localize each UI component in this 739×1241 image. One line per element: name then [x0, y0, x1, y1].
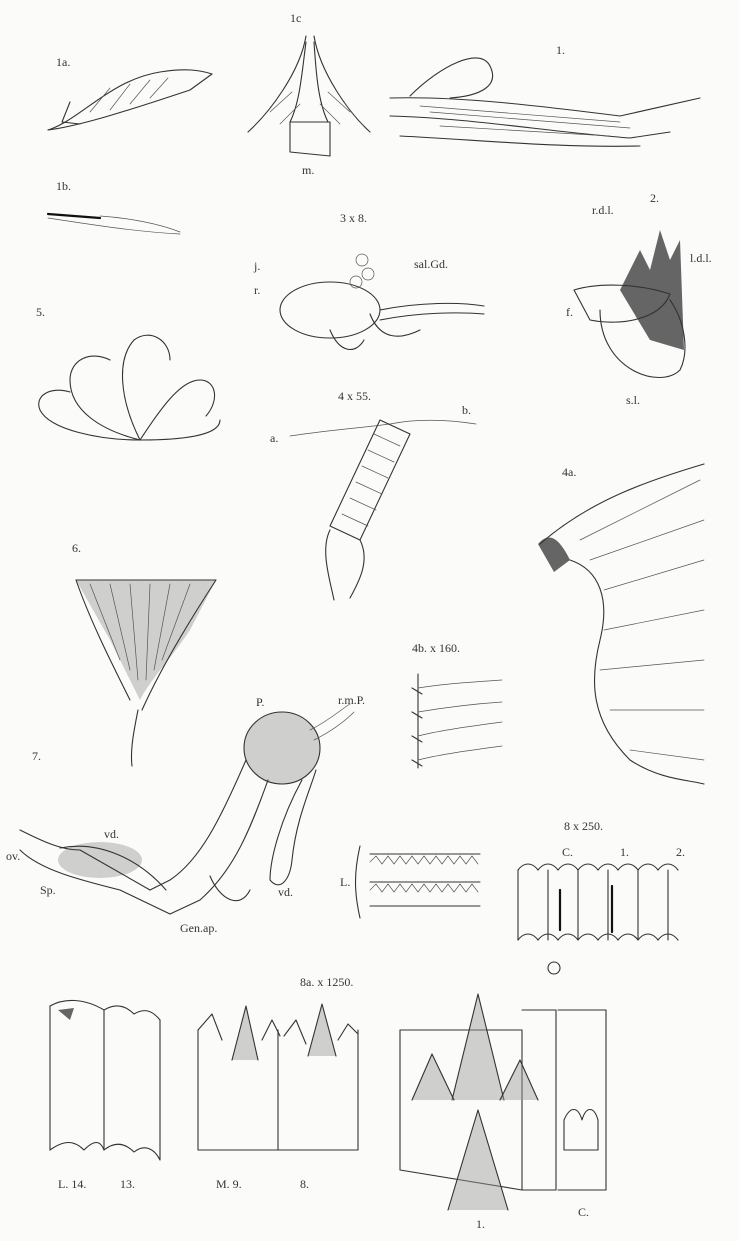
fig-1a-drawing [40, 60, 220, 140]
fig-8a-1-label: 1. [476, 1218, 485, 1230]
fig-4-label: 4 x 55. [338, 390, 371, 402]
fig-8a-M-drawing [188, 1000, 364, 1170]
fig-8-C-label: C. [562, 846, 573, 858]
fig-8a-L-drawing [44, 1000, 174, 1170]
fig-7-drawing [20, 700, 360, 930]
fig-5-label: 5. [36, 306, 45, 318]
fig-7-genap-label: Gen.ap. [180, 922, 217, 934]
fig-8a-13-label: 13. [120, 1178, 135, 1190]
fig-7-vd2-label: vd. [278, 886, 293, 898]
fig-5-drawing [30, 320, 230, 460]
fig-8a-C-drawing [392, 990, 612, 1220]
fig-8a-M9-label: M. 9. [216, 1178, 242, 1190]
fig-3-drawing [270, 230, 490, 370]
fig-2-label: 2. [650, 192, 659, 204]
fig-8-teeth-drawing [508, 860, 698, 980]
fig-7-vd1-label: vd. [104, 828, 119, 840]
fig-6-label: 6. [72, 542, 81, 554]
fig-3-r-label: r. [254, 284, 260, 296]
fig-4a-drawing [520, 460, 720, 790]
fig-1b-drawing [40, 200, 190, 240]
fig-4-a-label: a. [270, 432, 278, 444]
fig-2-f-label: f. [566, 306, 573, 318]
fig-8-2-label: 2. [676, 846, 685, 858]
fig-2-drawing [560, 210, 700, 400]
fig-8a-L14-label: L. 14. [58, 1178, 86, 1190]
fig-2-sl-label: s.l. [626, 394, 640, 406]
fig-3-label: 3 x 8. [340, 212, 367, 224]
fig-2-ldl-label: l.d.l. [690, 252, 712, 264]
fig-8-1-label: 1. [620, 846, 629, 858]
fig-7-ov-label: ov. [6, 850, 20, 862]
fig-4b-label: 4b. x 160. [412, 642, 460, 654]
fig-1b-label: 1b. [56, 180, 71, 192]
fig-8-label: 8 x 250. [564, 820, 603, 832]
fig-3-j-label: j. [254, 260, 260, 272]
fig-3-salgd-label: sal.Gd. [414, 258, 448, 270]
fig-4-drawing [290, 410, 480, 610]
fig-7-Sp-label: Sp. [40, 884, 56, 896]
fig-2-rdl-label: r.d.l. [592, 204, 614, 216]
fig-1-drawing [380, 36, 710, 156]
fig-8a-label: 8a. x 1250. [300, 976, 353, 988]
fig-8a-8-label: 8. [300, 1178, 309, 1190]
fig-8-L-drawing [352, 842, 492, 922]
fig-1c-m-label: m. [302, 164, 314, 176]
fig-4b-drawing [402, 664, 512, 774]
fig-8a-C-label: C. [578, 1206, 589, 1218]
fig-8-L-label: L. [340, 876, 350, 888]
fig-1c-drawing [240, 32, 380, 162]
fig-1c-label: 1c [290, 12, 301, 24]
